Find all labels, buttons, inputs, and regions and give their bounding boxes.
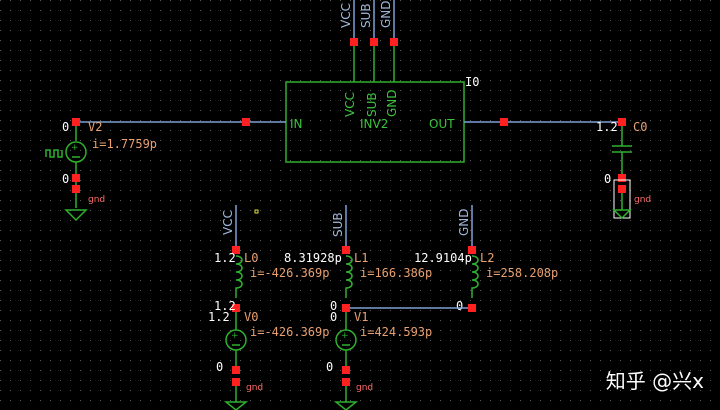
l1-node-left: 8.31928p xyxy=(284,251,342,265)
c0-bottom-pin[interactable] xyxy=(618,174,626,182)
pin-label-in: IN xyxy=(290,117,303,131)
l0-name: L0 xyxy=(244,251,258,265)
c0-node-top: 1.2 xyxy=(596,120,618,134)
v1-node-top: 0 xyxy=(330,310,337,324)
svg-text:+: + xyxy=(231,331,239,341)
v1-name: V1 xyxy=(354,310,368,324)
v1-node-bottom: 0 xyxy=(326,360,333,374)
inv2-cell-label: INV2 xyxy=(360,117,388,131)
inv2-instance[interactable]: I0 INV2 IN OUT VCC SUB GND xyxy=(285,42,479,163)
l0-v0-branch[interactable]: VCC 1.2 L0 i=-426.369p 1.2 1.2 V0 i=-426… xyxy=(208,205,329,410)
l2-node-left: 12.9104p xyxy=(414,251,472,265)
l0-node-left: 1.2 xyxy=(214,251,236,265)
vcc-pin[interactable] xyxy=(350,38,358,46)
pulse-icon xyxy=(45,149,63,158)
c0-name: C0 xyxy=(633,120,647,134)
gnd-pin[interactable] xyxy=(390,38,398,46)
ground-icon xyxy=(612,209,632,220)
c0-capacitor[interactable]: 1.2 C0 0 gnd xyxy=(596,118,651,220)
v2-gnd-label: gnd xyxy=(88,195,105,205)
l2-current: i=258.208p xyxy=(486,266,558,280)
c0-gnd-label: gnd xyxy=(634,195,651,205)
l0-node-bottom: 1.2 xyxy=(214,299,236,313)
l1-name: L1 xyxy=(354,251,368,265)
pin-label-sub: SUB xyxy=(365,92,379,117)
l1-net-label: SUB xyxy=(331,212,345,237)
c0-top-pin[interactable] xyxy=(618,118,626,126)
pin-label-out: OUT xyxy=(429,117,455,131)
v0-node-bottom: 0 xyxy=(216,360,223,374)
v2-current: i=1.7759p xyxy=(92,137,157,151)
v2-name: V2 xyxy=(88,120,102,134)
pin-label-gnd: GND xyxy=(385,89,399,117)
ground-icon xyxy=(223,401,249,410)
l2-branch[interactable]: GND 12.9104p L2 i=258.208p 0 xyxy=(414,205,558,313)
in-pin[interactable] xyxy=(242,118,250,126)
ground-icon xyxy=(64,209,88,222)
svg-text:+: + xyxy=(71,143,79,153)
v0-current: i=-426.369p xyxy=(250,325,329,339)
v2-top-pin[interactable] xyxy=(72,118,80,126)
top-label-sub: SUB xyxy=(359,3,373,28)
v2-source[interactable]: 0 V2 i=1.7759p + 0 gnd xyxy=(45,118,157,222)
v2-node-bottom: 0 xyxy=(62,172,69,186)
v2-bottom-pin[interactable] xyxy=(72,174,80,182)
v0-name: V0 xyxy=(244,310,258,324)
v0-gnd-label: gnd xyxy=(246,383,263,393)
l2-net-label: GND xyxy=(457,208,471,236)
c0-node-bottom: 0 xyxy=(604,172,611,186)
pin-label-vcc: VCC xyxy=(343,92,357,117)
l1-v1-branch[interactable]: SUB 8.31928p L1 i=166.386p 0 0 V1 i=424.… xyxy=(284,205,432,410)
inductor-coil-icon xyxy=(235,255,243,298)
svg-text:+: + xyxy=(341,331,349,341)
inductor-coil-icon xyxy=(471,255,479,298)
v1-gnd-label: gnd xyxy=(356,383,373,393)
l2-node-bottom: 0 xyxy=(456,299,463,313)
inductor-coil-icon xyxy=(345,255,353,298)
l1-node-bottom: 0 xyxy=(330,299,337,313)
l0-net-label: VCC xyxy=(221,210,235,235)
cursor-marker xyxy=(254,209,259,214)
top-label-vcc: VCC xyxy=(339,3,353,28)
watermark: 知乎 @兴x xyxy=(605,369,704,393)
top-label-gnd: GND xyxy=(379,0,393,28)
v0-node-top: 1.2 xyxy=(208,310,230,324)
v1-current: i=424.593p xyxy=(360,325,432,339)
ground-icon xyxy=(333,401,359,410)
instance-name: I0 xyxy=(465,75,479,89)
l0-current: i=-426.369p xyxy=(250,266,329,280)
out-pin[interactable] xyxy=(500,118,508,126)
sub-pin[interactable] xyxy=(370,38,378,46)
l1-current: i=166.386p xyxy=(360,266,432,280)
v2-node-top: 0 xyxy=(62,120,69,134)
l2-name: L2 xyxy=(480,251,494,265)
